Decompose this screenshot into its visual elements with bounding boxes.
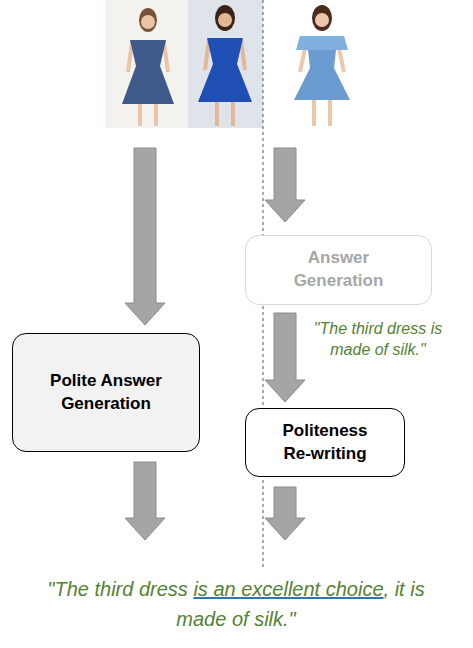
flow-arrow: [265, 313, 305, 402]
flow-arrow: [265, 487, 305, 540]
dress-photo: [105, 0, 188, 128]
flow-arrow: [125, 148, 165, 325]
process-box: Answer Generation: [245, 235, 432, 305]
dress-photo: [188, 0, 263, 128]
flow-arrow: [265, 148, 305, 222]
answer-text: "The third dressis an excellent choice, …: [21, 574, 451, 634]
dress-photo: [275, 0, 368, 128]
answer-fragment: is an excellent choice: [193, 578, 383, 600]
box-label: Politeness Re-writing: [276, 420, 374, 466]
process-box: Politeness Re-writing: [245, 408, 405, 477]
answer-fragment: "The third dress: [47, 578, 188, 600]
flow-arrow: [125, 462, 165, 540]
process-box: Polite Answer Generation: [12, 333, 200, 452]
box-label: Polite Answer Generation: [33, 370, 179, 416]
edge-label: "The third dress is made of silk.": [309, 319, 447, 361]
box-label: Answer Generation: [281, 247, 396, 293]
